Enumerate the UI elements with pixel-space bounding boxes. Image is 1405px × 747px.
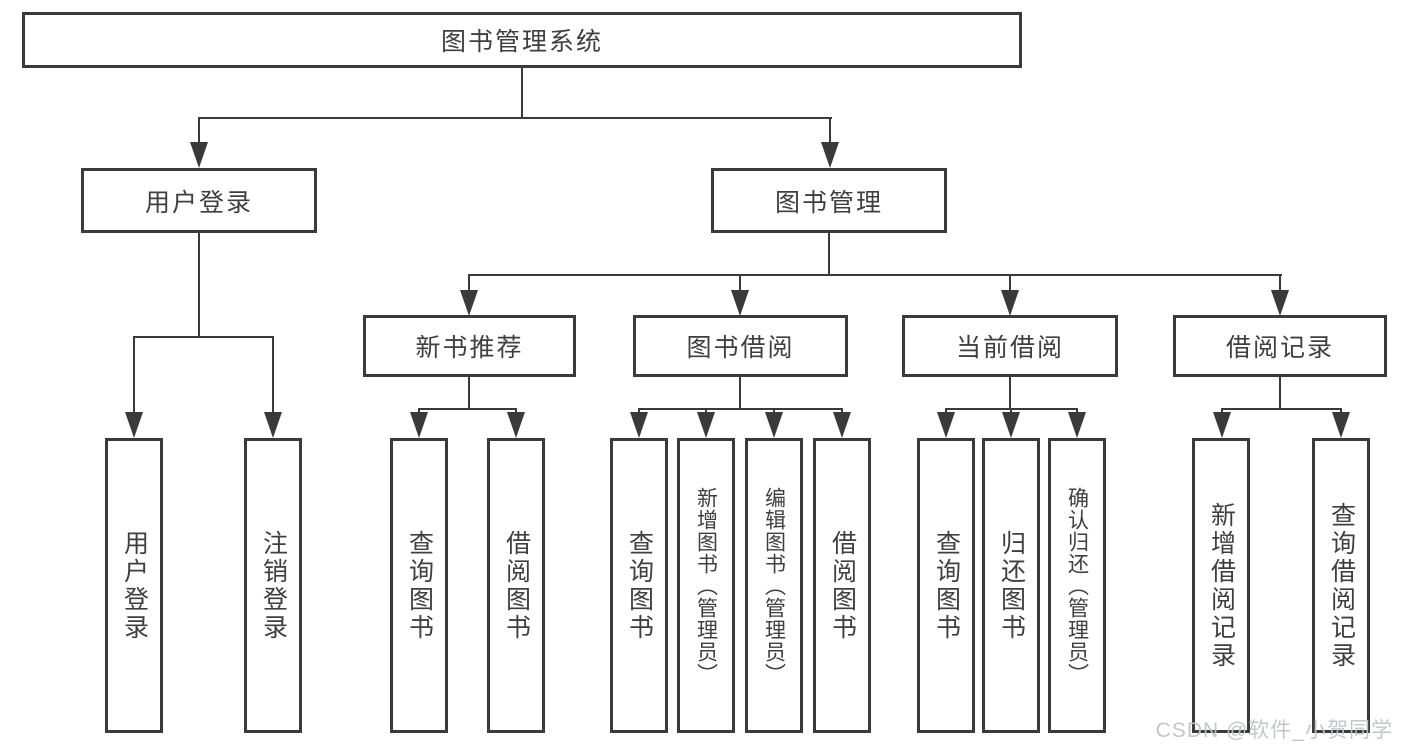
- connector-drop-borrow-records: [1279, 274, 1281, 292]
- node-new-book-recommend: 新书推荐: [363, 315, 576, 377]
- node-user-login-label: 用户登录: [144, 188, 253, 217]
- connector-drop-new-book-recommend: [468, 274, 470, 292]
- leaf-current-return-books-label: 归还图书: [997, 529, 1026, 642]
- leaf-recommend-borrow-books-label: 借阅图书: [502, 529, 531, 642]
- connector-current-borrow-stem: [1009, 376, 1011, 410]
- connector-stub-c2: [705, 408, 707, 414]
- leaf-recommend-query-books: 查询图书: [390, 438, 448, 733]
- arrow-book-management: [821, 142, 839, 168]
- leaf-borrow-add-books-admin: 新增图书（管理员）: [677, 438, 735, 733]
- connector-level3-branch: [468, 274, 1282, 276]
- arrow-c1: [630, 412, 648, 438]
- connector-borrow-records-branch: [1221, 408, 1342, 410]
- connector-book-borrow-branch: [638, 408, 843, 410]
- leaf-logout: 注销登录: [244, 438, 302, 733]
- leaf-borrow-add-books-admin-label: 新增图书（管理员）: [694, 486, 718, 685]
- node-book-management-label: 图书管理: [774, 188, 883, 217]
- arrow-d2: [1002, 412, 1020, 438]
- connector-stub-d3: [1076, 408, 1078, 414]
- connector-stub-c1: [638, 408, 640, 414]
- connector-drop-user-login: [198, 117, 200, 144]
- connector-book-management-stem: [828, 232, 830, 275]
- node-current-borrow: 当前借阅: [902, 315, 1118, 377]
- connector-drop-leaf-logout: [272, 336, 274, 414]
- leaf-current-confirm-return-admin-label: 确认归还（管理员）: [1065, 486, 1089, 685]
- node-current-borrow-label: 当前借阅: [955, 334, 1064, 362]
- arrow-new-book-recommend: [460, 290, 478, 316]
- connector-level1-branch: [198, 117, 832, 119]
- leaf-current-confirm-return-admin: 确认归还（管理员）: [1048, 438, 1106, 733]
- connector-stub-c3: [773, 408, 775, 414]
- arrow-d1: [937, 412, 955, 438]
- connector-root-stem: [521, 67, 523, 118]
- arrow-e1: [1213, 412, 1231, 438]
- connector-stub-e1: [1221, 408, 1223, 414]
- connector-drop-book-management: [829, 117, 831, 144]
- node-new-book-recommend-label: 新书推荐: [415, 334, 524, 362]
- node-root-label: 图书管理系统: [440, 28, 603, 56]
- connector-drop-current-borrow: [1009, 274, 1011, 292]
- connector-new-book-recommend-stem: [468, 376, 470, 410]
- arrow-current-borrow: [1001, 290, 1019, 316]
- connector-drop-leaf-user-login: [133, 336, 135, 414]
- leaf-borrow-edit-books-admin-label: 编辑图书（管理员）: [762, 486, 786, 685]
- node-book-borrow-label: 图书借阅: [686, 334, 795, 362]
- arrow-borrow-records: [1271, 290, 1289, 316]
- leaf-borrow-query-books-label: 查询图书: [625, 529, 654, 642]
- arrow-b2: [507, 412, 525, 438]
- leaf-records-query-record-label: 查询借阅记录: [1327, 501, 1356, 670]
- leaf-current-return-books: 归还图书: [982, 438, 1040, 733]
- arrow-user-login: [190, 142, 208, 168]
- leaf-logout-label: 注销登录: [259, 529, 288, 642]
- arrow-leaf-logout: [264, 412, 282, 438]
- arrow-leaf-user-login: [125, 412, 143, 438]
- connector-user-login-branch: [133, 336, 274, 338]
- leaf-user-login-label: 用户登录: [120, 529, 149, 642]
- leaf-recommend-query-books-label: 查询图书: [405, 529, 434, 642]
- arrow-d3: [1068, 412, 1086, 438]
- connector-book-borrow-stem: [739, 376, 741, 410]
- node-book-borrow: 图书借阅: [633, 315, 848, 377]
- leaf-borrow-query-books: 查询图书: [610, 438, 668, 733]
- csdn-watermark: CSDN @软件_小贺同学: [1155, 719, 1393, 742]
- leaf-user-login: 用户登录: [105, 438, 163, 733]
- connector-stub-e2: [1340, 408, 1342, 414]
- connector-borrow-records-stem: [1279, 376, 1281, 410]
- connector-stub-d1: [945, 408, 947, 414]
- leaf-borrow-edit-books-admin: 编辑图书（管理员）: [745, 438, 803, 733]
- leaf-borrow-borrow-books: 借阅图书: [813, 438, 871, 733]
- leaf-borrow-borrow-books-label: 借阅图书: [828, 529, 857, 642]
- arrow-b1: [410, 412, 428, 438]
- arrow-e2: [1332, 412, 1350, 438]
- connector-user-login-stem: [198, 232, 200, 337]
- leaf-recommend-borrow-books: 借阅图书: [487, 438, 545, 733]
- leaf-current-query-books: 查询图书: [917, 438, 975, 733]
- arrow-c2: [697, 412, 715, 438]
- leaf-records-query-record: 查询借阅记录: [1312, 438, 1370, 733]
- connector-stub-d2: [1010, 408, 1012, 414]
- node-borrow-records-label: 借阅记录: [1225, 334, 1334, 362]
- node-root: 图书管理系统: [22, 12, 1022, 68]
- arrow-book-borrow: [731, 290, 749, 316]
- connector-stub-b1: [418, 408, 420, 414]
- leaf-records-add-record: 新增借阅记录: [1192, 438, 1250, 733]
- arrow-c4: [833, 412, 851, 438]
- arrow-c3: [765, 412, 783, 438]
- node-borrow-records: 借阅记录: [1173, 315, 1387, 377]
- connector-stub-b2: [515, 408, 517, 414]
- leaf-current-query-books-label: 查询图书: [932, 529, 961, 642]
- node-book-management: 图书管理: [711, 168, 947, 233]
- connector-stub-c4: [841, 408, 843, 414]
- connector-new-book-recommend-branch: [418, 408, 517, 410]
- node-user-login: 用户登录: [81, 168, 317, 233]
- connector-drop-book-borrow: [739, 274, 741, 292]
- leaf-records-add-record-label: 新增借阅记录: [1207, 501, 1236, 670]
